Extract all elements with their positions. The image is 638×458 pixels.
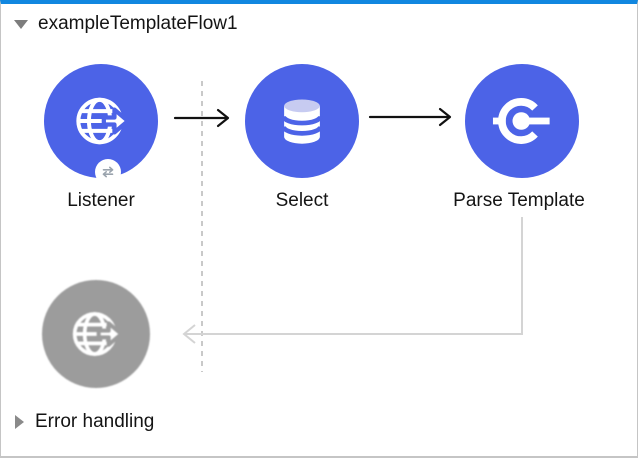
node-listener[interactable] [44, 64, 158, 185]
parse-template-icon [492, 98, 550, 144]
node-label-parse-template: Parse Template [453, 190, 585, 211]
globe-arrow-icon [72, 312, 124, 356]
message-source-badge [95, 159, 121, 185]
arrow-listener-select [173, 108, 230, 128]
error-handling-section[interactable]: Error handling [15, 411, 154, 433]
node-request-disabled[interactable] [42, 280, 150, 388]
globe-arrow-icon [76, 97, 131, 145]
swap-arrows-icon [102, 166, 114, 178]
database-icon [281, 99, 323, 144]
node-label-listener: Listener [67, 190, 135, 211]
flow-header: exampleTemplateFlow1 [14, 13, 238, 35]
expand-triangle-icon[interactable] [15, 415, 24, 429]
connector-parsetemplate-request [182, 217, 523, 344]
collapse-triangle-icon[interactable] [14, 19, 28, 29]
arrow-select-parsetemplate [368, 107, 452, 127]
node-parse-template[interactable] [465, 64, 579, 178]
node-label-select: Select [275, 190, 329, 211]
flow-title: exampleTemplateFlow1 [38, 13, 238, 34]
error-handling-label: Error handling [35, 411, 155, 432]
node-select[interactable] [245, 64, 359, 178]
